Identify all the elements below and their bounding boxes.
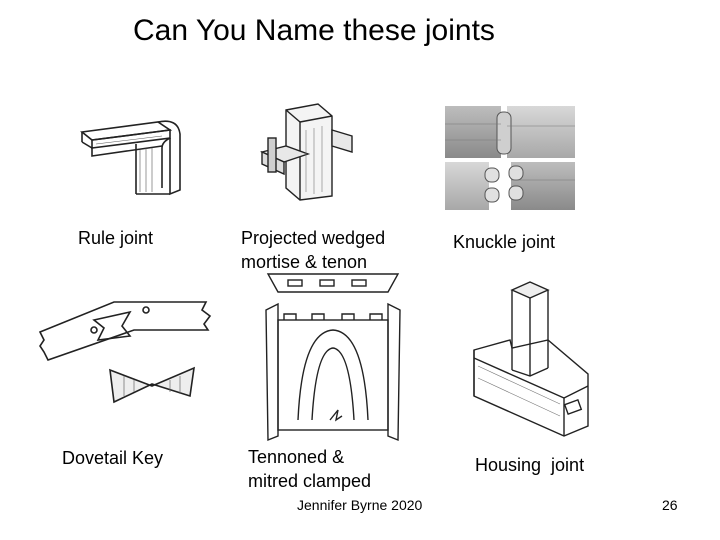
label-housing-joint: Housing joint — [475, 455, 585, 475]
label-line: Tennoned & — [248, 447, 345, 467]
label-dovetail-key: Dovetail Key — [62, 448, 164, 468]
label-line: Projected wedged — [241, 228, 386, 248]
label-line: mitred clamped — [248, 471, 372, 491]
label-knuckle-joint: Knuckle joint — [453, 232, 556, 252]
rule-joint-illustration — [66, 108, 186, 200]
dovetail-key-illustration — [34, 296, 214, 416]
label-rule-joint: Rule joint — [78, 228, 154, 248]
housing-joint-illustration — [468, 278, 598, 440]
knuckle-joint-illustration — [445, 106, 575, 210]
slide-title: Can You Name these joints — [133, 14, 495, 47]
page-number: 26 — [662, 497, 678, 513]
label-line: mortise & tenon — [241, 252, 368, 272]
footer-author: Jennifer Byrne 2020 — [297, 497, 423, 513]
projected-wedged-mortise-tenon-illustration — [256, 102, 356, 202]
label-tennoned-mitred-clamped: Tennoned & mitred clamped — [248, 445, 371, 493]
label-projected-wedged-mortise-tenon: Projected wedged mortise & tenon — [241, 226, 385, 274]
tennoned-mitred-clamped-illustration — [258, 270, 408, 442]
